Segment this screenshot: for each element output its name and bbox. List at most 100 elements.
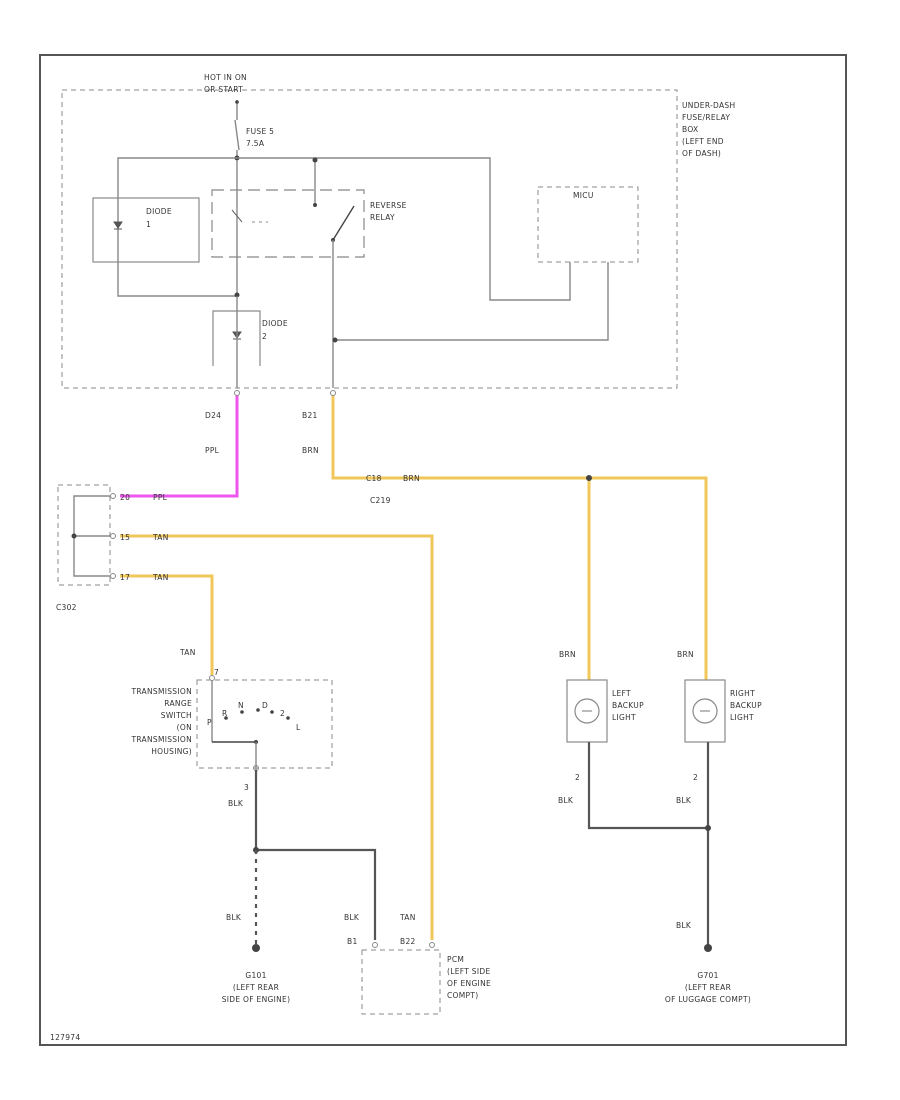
pcm-label-2: (LEFT SIDE — [447, 967, 490, 976]
relay-label-2: RELAY — [370, 213, 395, 222]
hot-source-terminal — [235, 100, 239, 104]
right-backup-label-1: RIGHT — [730, 689, 755, 698]
right-backup-bulb-icon — [692, 698, 718, 724]
micu-junction — [332, 337, 338, 343]
wire-blk-switch — [254, 770, 377, 940]
relay-switch-icon — [332, 205, 355, 241]
wire-blk-g101-label: BLK — [226, 913, 242, 922]
fuse-relay-box-outline — [61, 89, 678, 389]
wire-tan-label-switch: TAN — [179, 648, 196, 657]
fuse-box-label-1: UNDER-DASH — [682, 101, 735, 110]
switch-position-l: L — [296, 723, 301, 732]
bus-junction-relay — [312, 157, 318, 163]
wire-blk-lights — [587, 742, 708, 830]
switch-pin-3-label: 3 — [244, 783, 249, 792]
diode-1-label-b: 1 — [146, 220, 151, 229]
pin-b21-label: B21 — [302, 411, 318, 420]
wire-blk-right-label: BLK — [676, 796, 692, 805]
trans-label-2: RANGE — [164, 699, 192, 708]
wire-brn-right-label: BRN — [677, 650, 694, 659]
wire-tan-switch — [120, 574, 214, 675]
hot-source-label-1: HOT IN ON — [204, 73, 247, 82]
switch-pin-7-label: 7 — [214, 668, 219, 677]
micu-output-wire — [333, 262, 609, 341]
g701-label-1: G701 — [697, 971, 718, 980]
c302-pin-15-label: 15 — [120, 533, 130, 542]
pcm-label-1: PCM — [447, 955, 464, 964]
fuse-label-1: FUSE 5 — [246, 127, 274, 136]
wire-brn-label-2: BRN — [403, 474, 420, 483]
wire-tan-pcm — [120, 534, 434, 940]
switch-contact-p — [224, 716, 228, 720]
fuse-box-label-2: FUSE/RELAY — [682, 113, 730, 122]
right-backup-label-3: LIGHT — [730, 713, 754, 722]
right-light-pin-2-label: 2 — [693, 773, 698, 782]
diagram-frame — [39, 54, 847, 1046]
pcm-label-3: OF ENGINE — [447, 979, 491, 988]
reverse-relay — [211, 189, 365, 258]
relay-contact-top — [313, 203, 317, 207]
diode-2-label-b: 2 — [262, 332, 267, 341]
c302-pin-15-terminal — [110, 533, 116, 539]
wire-blk-label-1: BLK — [228, 799, 244, 808]
connector-c302-label: C302 — [56, 603, 77, 612]
bus-wire-left — [117, 157, 237, 297]
fuse-box-label-5: OF DASH) — [682, 149, 721, 158]
left-backup-label-3: LIGHT — [612, 713, 636, 722]
trans-label-4: (ON — [177, 723, 192, 732]
diode-1-label-a: DIODE — [146, 207, 172, 216]
pcm-module — [361, 949, 441, 1015]
right-backup-light — [684, 679, 726, 743]
g701-label-2: (LEFT REAR — [685, 983, 731, 992]
wire-brn-left-label: BRN — [559, 650, 576, 659]
pin-b21-terminal — [330, 390, 336, 396]
c302-pin-17-label: 17 — [120, 573, 130, 582]
left-backup-light — [566, 679, 608, 743]
ground-g701-icon — [704, 944, 712, 952]
c302-pin-17-wire-label: TAN — [152, 573, 169, 582]
fuse-icon — [234, 119, 240, 151]
connector-c302 — [57, 484, 111, 586]
trans-label-3: SWITCH — [161, 711, 192, 720]
c302-pin-15-wire-label: TAN — [152, 533, 169, 542]
wire-brn-label-1: BRN — [302, 446, 319, 455]
switch-position-n: N — [238, 701, 244, 710]
trans-label-1: TRANSMISSION — [130, 687, 192, 696]
switch-contact-2 — [286, 716, 290, 720]
diode-2-label-a: DIODE — [262, 319, 288, 328]
left-backup-label-1: LEFT — [612, 689, 631, 698]
g101-label-1: G101 — [245, 971, 266, 980]
right-backup-label-2: BACKUP — [730, 701, 762, 710]
hot-source-label-2: OR START — [204, 85, 243, 94]
pcm-pin-b22-terminal — [429, 942, 435, 948]
wire-tan-pcm-label: TAN — [399, 913, 416, 922]
pcm-label-4: COMPT) — [447, 991, 478, 1000]
ground-g101-icon — [252, 944, 260, 952]
c302-pin-20-label: 20 — [120, 493, 130, 502]
switch-position-2: 2 — [280, 709, 285, 718]
wire-ppl-label: PPL — [205, 446, 220, 455]
c302-junction — [71, 533, 77, 539]
pcm-pin-b1-terminal — [372, 942, 378, 948]
relay-label-1: REVERSE — [370, 201, 407, 210]
transmission-range-switch — [196, 679, 333, 769]
switch-contact-n — [256, 708, 260, 712]
pcm-pin-b1-label: B1 — [347, 937, 358, 946]
fuse-label-2: 7.5A — [246, 139, 265, 148]
trans-label-5: TRANSMISSION — [130, 735, 192, 744]
switch-position-r: R — [222, 709, 228, 718]
blk-junction-lights — [705, 825, 711, 831]
micu-label: MICU — [573, 191, 594, 200]
switch-contact-r — [240, 710, 244, 714]
diode-1-icon — [113, 221, 123, 230]
connector-c219-label: C219 — [370, 496, 391, 505]
wire-blk-left-label: BLK — [558, 796, 574, 805]
pin-d24-label: D24 — [205, 411, 221, 420]
left-light-pin-2-label: 2 — [575, 773, 580, 782]
micu-module — [537, 186, 639, 263]
relay-coil-mark — [231, 209, 243, 223]
wire-ppl — [120, 395, 239, 498]
fuse-box-label-3: BOX — [682, 125, 698, 134]
diode-2-junction — [234, 292, 240, 298]
wire-blk-pcm-label: BLK — [344, 913, 360, 922]
